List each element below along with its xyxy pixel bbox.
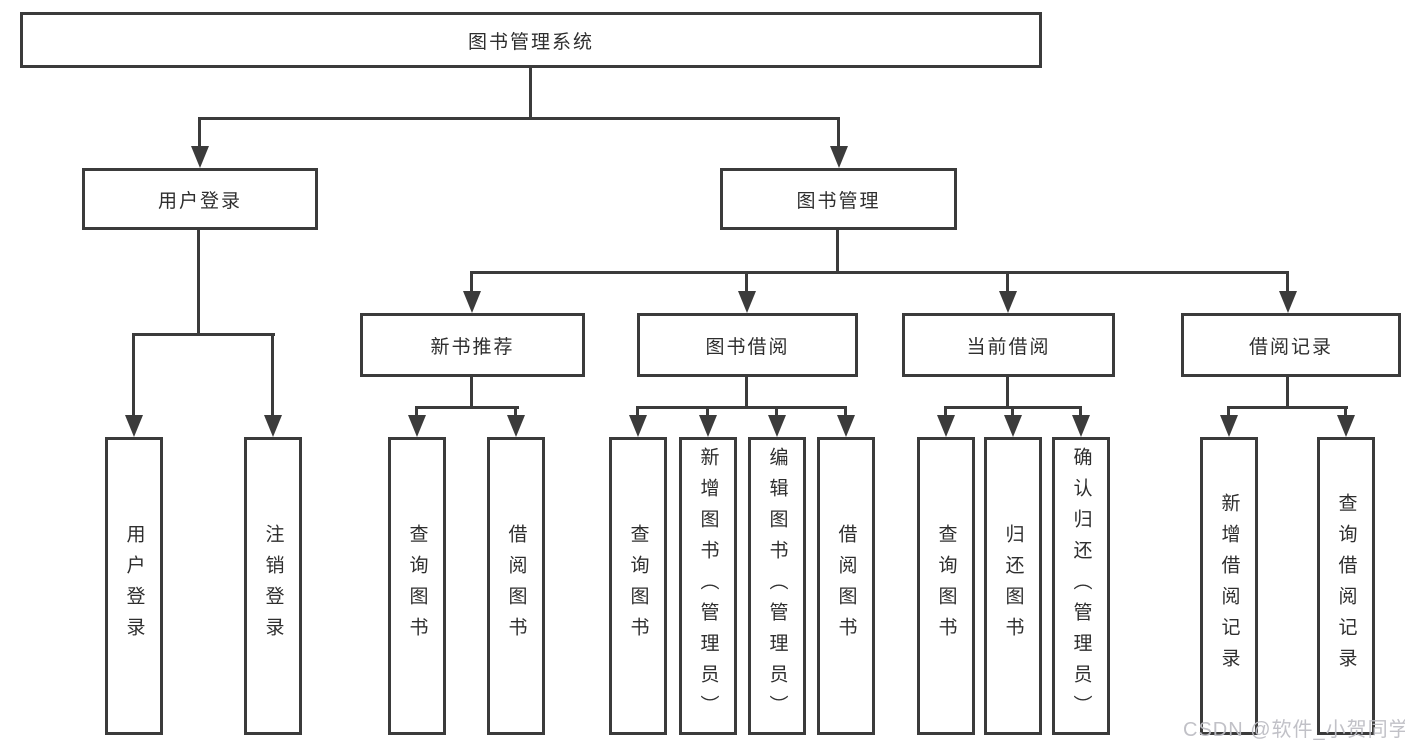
leaf-user-login: 用户登录	[105, 437, 163, 735]
arrow-down-icon	[1004, 415, 1022, 437]
connector-line	[1344, 406, 1347, 417]
connector-line	[470, 271, 473, 294]
connector-line	[470, 377, 473, 409]
leaf-edit-books-admin: 编辑图书（管理员）	[748, 437, 806, 735]
node-label: 图书管理系统	[467, 31, 594, 53]
node-current-borrowing: 当前借阅	[902, 313, 1115, 377]
arrow-down-icon	[408, 415, 426, 437]
node-label: 新书推荐	[430, 336, 515, 358]
connector-line	[944, 406, 947, 417]
arrow-down-icon	[1279, 291, 1297, 313]
leaf-label: 查询图书	[935, 524, 957, 648]
arrow-down-icon	[837, 415, 855, 437]
arrow-down-icon	[463, 291, 481, 313]
connector-line	[837, 117, 840, 149]
arrow-down-icon	[125, 415, 143, 437]
leaf-label: 查询图书	[627, 524, 649, 648]
leaf-add-borrow-record: 新增借阅记录	[1200, 437, 1258, 735]
leaf-query-books-borrow: 查询图书	[609, 437, 667, 735]
leaf-query-books-current: 查询图书	[917, 437, 975, 735]
connector-line	[415, 406, 519, 409]
node-label: 借阅记录	[1248, 336, 1333, 358]
connector-line	[1079, 406, 1082, 417]
leaf-query-books-recommend: 查询图书	[388, 437, 446, 735]
node-library-management-system: 图书管理系统	[20, 12, 1042, 68]
node-label: 当前借阅	[966, 336, 1051, 358]
node-label: 图书管理	[796, 190, 881, 212]
leaf-label: 注销登录	[262, 524, 284, 648]
connector-line	[636, 406, 847, 409]
connector-line	[1227, 406, 1230, 417]
leaf-label: 新增图书（管理员）	[697, 446, 719, 726]
arrow-down-icon	[264, 415, 282, 437]
leaf-query-borrow-record: 查询借阅记录	[1317, 437, 1375, 735]
leaf-confirm-return-admin: 确认归还（管理员）	[1052, 437, 1110, 735]
connector-line	[198, 117, 201, 149]
connector-line	[529, 66, 532, 120]
connector-line	[415, 406, 418, 417]
node-borrowing-records: 借阅记录	[1181, 313, 1401, 377]
leaf-label: 归还图书	[1002, 524, 1024, 648]
node-label: 图书借阅	[705, 336, 790, 358]
connector-line	[775, 406, 778, 417]
connector-line	[470, 271, 1289, 274]
csdn-watermark: CSDN @软件_小贺同学	[1183, 719, 1405, 741]
leaf-label: 查询图书	[406, 524, 428, 648]
arrow-down-icon	[191, 146, 209, 168]
arrow-down-icon	[1072, 415, 1090, 437]
connector-line	[844, 406, 847, 417]
connector-line	[706, 406, 709, 417]
arrow-down-icon	[937, 415, 955, 437]
connector-line	[1286, 377, 1289, 409]
leaf-label: 用户登录	[123, 524, 145, 648]
connector-line	[1227, 406, 1348, 409]
connector-line	[1006, 377, 1009, 409]
arrow-down-icon	[999, 291, 1017, 313]
arrow-down-icon	[768, 415, 786, 437]
connector-line	[198, 117, 840, 120]
node-book-management: 图书管理	[720, 168, 957, 230]
arrow-down-icon	[507, 415, 525, 437]
node-new-book-recommendation: 新书推荐	[360, 313, 585, 377]
leaf-return-books: 归还图书	[984, 437, 1042, 735]
leaf-add-books-admin: 新增图书（管理员）	[679, 437, 737, 735]
connector-line	[1006, 271, 1009, 294]
node-user-login: 用户登录	[82, 168, 318, 230]
arrow-down-icon	[1220, 415, 1238, 437]
connector-line	[132, 333, 275, 336]
leaf-borrow-books-recommend: 借阅图书	[487, 437, 545, 735]
node-label: 用户登录	[157, 190, 242, 212]
connector-line	[1286, 271, 1289, 294]
leaf-borrow-books: 借阅图书	[817, 437, 875, 735]
leaf-label: 新增借阅记录	[1218, 493, 1240, 679]
connector-line	[514, 406, 517, 417]
leaf-label: 借阅图书	[505, 524, 527, 648]
connector-line	[1011, 406, 1014, 417]
connector-line	[636, 406, 639, 417]
arrow-down-icon	[629, 415, 647, 437]
connector-line	[745, 271, 748, 294]
arrow-down-icon	[1337, 415, 1355, 437]
connector-line	[197, 230, 200, 336]
leaf-label: 借阅图书	[835, 524, 857, 648]
arrow-down-icon	[830, 146, 848, 168]
connector-line	[132, 333, 135, 416]
leaf-label: 查询借阅记录	[1335, 493, 1357, 679]
leaf-label: 确认归还（管理员）	[1070, 446, 1092, 726]
connector-line	[745, 377, 748, 409]
connector-line	[836, 230, 839, 274]
arrow-down-icon	[699, 415, 717, 437]
leaf-logout: 注销登录	[244, 437, 302, 735]
connector-line	[271, 333, 274, 416]
node-book-borrowing: 图书借阅	[637, 313, 858, 377]
leaf-label: 编辑图书（管理员）	[766, 446, 788, 726]
arrow-down-icon	[738, 291, 756, 313]
